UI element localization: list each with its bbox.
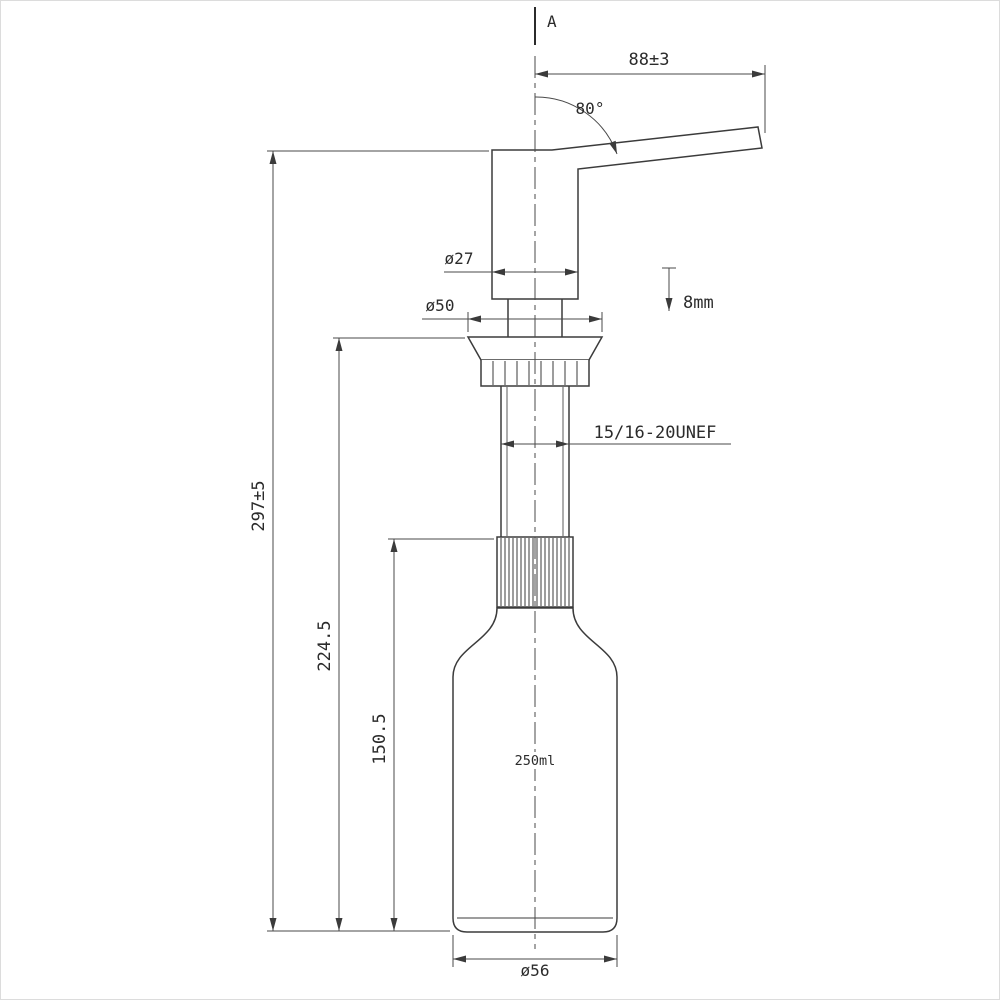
dim-flange-diameter: ø50	[422, 296, 603, 332]
dim-below-counter-lines	[333, 337, 465, 931]
dim-deck-thickness-label: 8mm	[683, 293, 714, 313]
dim-bottle-height-label: 150.5	[370, 713, 390, 764]
dim-bottle-height-lines	[388, 538, 494, 931]
dim-bottle-diameter-label: ø56	[521, 961, 550, 980]
neck-outline	[507, 299, 563, 337]
collar-outline	[496, 536, 574, 608]
dim-spout-angle: 80°	[534, 96, 618, 155]
dim-spout-angle-arrow	[609, 140, 617, 154]
dim-head-diameter: ø27	[444, 249, 578, 276]
dim-spout-angle-label: 80°	[576, 99, 605, 118]
dim-overall-height-label: 297±5	[249, 480, 269, 531]
dim-flange-diameter-label: ø50	[426, 296, 455, 315]
dim-overall-height: 297±5	[249, 150, 489, 932]
dim-deck-thickness-arrow	[665, 298, 673, 311]
bottle-capacity-label: 250ml	[515, 753, 556, 769]
bottle-capacity-backing	[509, 752, 561, 769]
dim-deck-thickness: 8mm	[662, 267, 714, 313]
flange-nut-ribs	[492, 361, 578, 385]
dim-overall-height-lines	[267, 150, 489, 932]
section-marker: A	[534, 7, 557, 45]
dim-spout-reach: 88±3	[535, 50, 766, 133]
dim-thread-spec: 15/16-20UNEF	[501, 423, 731, 448]
dim-bottle-height: 150.5	[370, 538, 494, 931]
dim-spout-reach-label: 88±3	[629, 50, 670, 70]
dim-thread-spec-label: 15/16-20UNEF	[594, 423, 717, 443]
threaded-shaft-outline	[500, 386, 570, 537]
bottle-capacity: 250ml	[509, 752, 561, 769]
dim-bottle-diameter: ø56	[452, 935, 618, 980]
dispenser-outline	[452, 126, 763, 933]
dim-spout-reach-lines	[535, 65, 766, 133]
dim-head-diameter-label: ø27	[445, 249, 474, 268]
pump-head-and-spout	[491, 126, 763, 300]
collar-knurling	[500, 538, 570, 606]
section-marker-label: A	[547, 12, 557, 31]
thread-minor-lines	[506, 387, 564, 536]
dim-flange-diameter-lines	[422, 312, 603, 332]
dim-bottle-diameter-lines	[452, 935, 618, 967]
dim-below-counter-label: 224.5	[315, 620, 335, 671]
dim-below-counter-height: 224.5	[315, 337, 465, 931]
